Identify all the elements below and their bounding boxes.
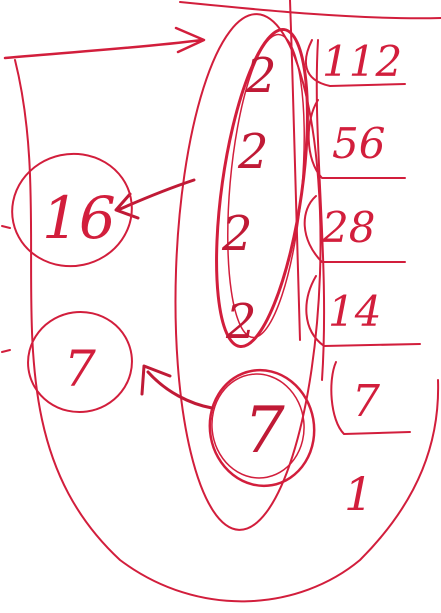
circled-seven: 7: [244, 394, 285, 468]
quotient-56: 56: [332, 119, 385, 168]
quotient-28: 28: [321, 203, 375, 252]
product-sixteen: 16: [42, 184, 116, 252]
divisor-2-row-4: 2: [225, 294, 257, 350]
arrow-to-ladder: [5, 28, 204, 58]
quotient-7: 7: [352, 376, 380, 427]
divisor-2-row-3: 2: [221, 206, 253, 262]
top-border-stroke: [180, 2, 441, 18]
quotient-1: 1: [344, 467, 373, 521]
quotient-14: 14: [328, 287, 381, 336]
remaining-factor-seven: 7: [64, 340, 96, 398]
quotient-112: 112: [322, 37, 402, 86]
arrow-to-left-seven: [142, 366, 212, 408]
divisor-2-row-2: 2: [237, 124, 269, 180]
left-edge-tick-top: [2, 226, 10, 228]
divisor-2-row-1: 2: [245, 48, 277, 104]
left-edge-tick-bottom: [2, 350, 10, 352]
